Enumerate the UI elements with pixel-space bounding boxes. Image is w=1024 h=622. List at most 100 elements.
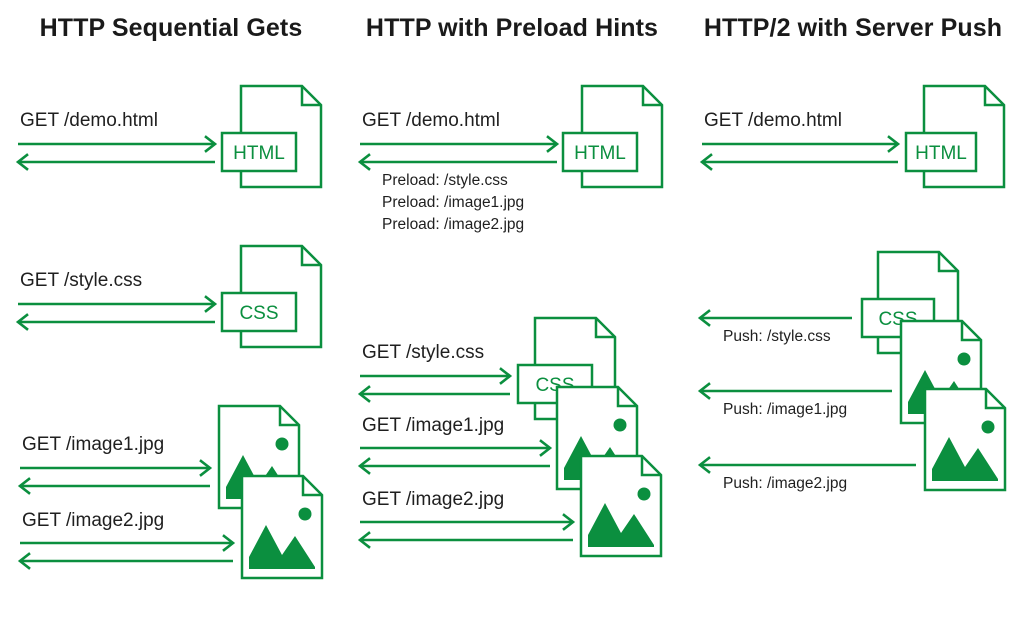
request-label: GET /image1.jpg <box>362 415 504 436</box>
image-sun <box>637 487 651 501</box>
arrow-head <box>204 295 218 313</box>
arrow-head <box>887 135 901 153</box>
column-title-preload: HTTP with Preload Hints <box>365 14 659 42</box>
column-title-sequential: HTTP Sequential Gets <box>39 14 303 42</box>
arrow-head <box>546 135 560 153</box>
arrow-left <box>697 309 852 327</box>
file-tag-box <box>220 291 298 333</box>
arrow-head <box>17 552 31 570</box>
arrow-head <box>697 456 711 474</box>
file-fold <box>300 86 321 107</box>
arrow-right <box>20 459 213 477</box>
request-label: GET /image1.jpg <box>22 434 164 455</box>
request-label: GET /image2.jpg <box>362 489 504 510</box>
arrow-head <box>499 367 513 385</box>
arrow-right <box>360 513 576 531</box>
image-sun <box>298 507 312 521</box>
file-tag-box <box>561 131 639 173</box>
arrow-head <box>15 153 29 171</box>
arrow-right <box>20 534 236 552</box>
arrow-right <box>360 135 560 153</box>
arrow-right <box>18 135 218 153</box>
file-tag-box <box>904 131 978 173</box>
image-file-icon <box>923 387 1007 492</box>
arrow-left <box>17 552 233 570</box>
file-tag: HTML <box>904 131 978 173</box>
image-mountains <box>932 437 998 481</box>
arrow-left <box>697 382 892 400</box>
request-label: GET /demo.html <box>704 110 842 131</box>
arrow-head <box>357 457 371 475</box>
arrow-left <box>15 313 215 331</box>
file-fold <box>983 86 1004 107</box>
file-fold <box>300 246 321 267</box>
file-tag-label: HTML <box>233 143 285 164</box>
push-label: Push: /image2.jpg <box>723 475 847 492</box>
arrow-left <box>357 457 550 475</box>
arrow-head <box>15 313 29 331</box>
file-tag: CSS <box>220 291 298 333</box>
arrow-left <box>357 385 510 403</box>
image-file-icon <box>579 454 663 558</box>
arrow-head <box>17 477 31 495</box>
file-fold <box>301 476 322 497</box>
arrow-head <box>204 135 218 153</box>
push-label: Push: /style.css <box>723 328 831 345</box>
arrow-left <box>697 456 916 474</box>
arrow-head <box>222 534 236 552</box>
file-tag-label: CSS <box>239 303 278 324</box>
request-label: GET /image2.jpg <box>22 510 164 531</box>
file-fold <box>937 252 958 273</box>
image-sun <box>957 352 971 366</box>
arrow-head <box>199 459 213 477</box>
preload-hint: Preload: /image1.jpg <box>382 194 524 211</box>
file-tag-box <box>220 131 298 173</box>
file-fold <box>594 318 615 339</box>
preload-hint: Preload: /style.css <box>382 172 508 189</box>
file-fold <box>616 387 637 408</box>
file-tag: HTML <box>220 131 298 173</box>
image-sun <box>981 420 995 434</box>
arrow-head <box>699 153 713 171</box>
push-label: Push: /image1.jpg <box>723 401 847 418</box>
arrow-head <box>562 513 576 531</box>
file-tag-label: HTML <box>574 143 626 164</box>
file-fold <box>640 456 661 477</box>
request-label: GET /style.css <box>20 270 142 291</box>
arrow-head <box>357 531 371 549</box>
arrow-head <box>539 439 553 457</box>
image-file-icon <box>240 474 324 580</box>
arrow-left <box>357 531 573 549</box>
image-sun <box>275 437 289 451</box>
file-fold <box>641 86 662 107</box>
column-sequential: GET /demo.html HTML GET /style.css CSS G… <box>15 84 324 580</box>
column-preload: GET /demo.html HTML Preload: /style.css … <box>357 84 664 558</box>
image-mountains <box>588 503 654 547</box>
arrow-left <box>357 153 557 171</box>
file-tag-label: HTML <box>915 143 967 164</box>
arrow-left <box>15 153 215 171</box>
request-label: GET /style.css <box>362 342 484 363</box>
request-label: GET /demo.html <box>20 110 158 131</box>
preload-hint: Preload: /image2.jpg <box>382 216 524 233</box>
file-fold <box>984 389 1005 410</box>
arrow-head <box>697 382 711 400</box>
file-fold <box>960 321 981 342</box>
image-sun <box>613 418 627 432</box>
arrow-right <box>702 135 901 153</box>
arrow-right <box>360 367 513 385</box>
arrow-head <box>697 309 711 327</box>
arrow-right <box>18 295 218 313</box>
column-title-push: HTTP/2 with Server Push <box>703 14 1003 42</box>
arrow-left <box>17 477 210 495</box>
request-label: GET /demo.html <box>362 110 500 131</box>
arrow-right <box>360 439 553 457</box>
arrow-left <box>699 153 898 171</box>
file-tag: HTML <box>561 131 639 173</box>
image-mountains <box>249 525 315 569</box>
file-fold <box>278 406 299 427</box>
arrow-head <box>357 385 371 403</box>
arrow-head <box>357 153 371 171</box>
column-push: GET /demo.html HTML CSS Push: /style.css… <box>697 84 1007 492</box>
